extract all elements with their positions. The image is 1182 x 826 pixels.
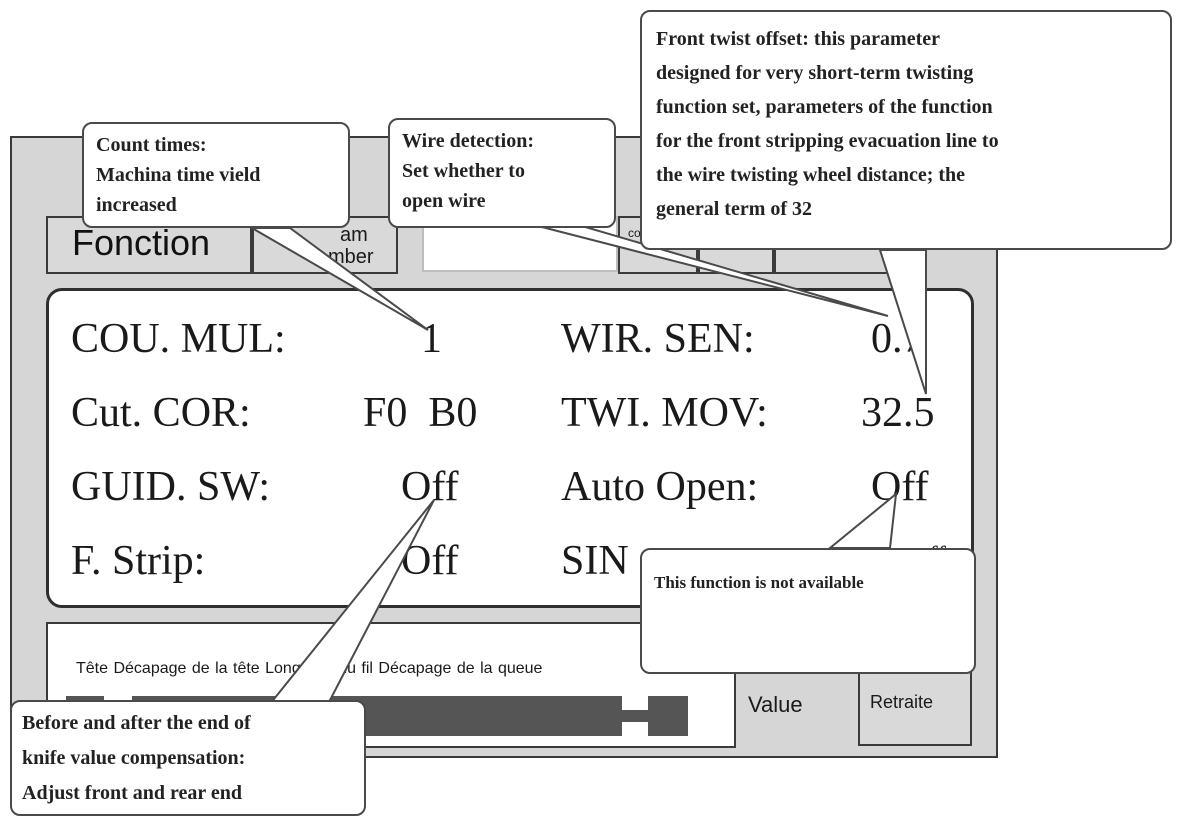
value-button-label: Value — [748, 692, 803, 717]
parameter-display: COU. MUL: 1 WIR. SEN: 0.7 Cut. COR: F0 B… — [46, 288, 974, 608]
callout-not-available: This function is not available — [640, 548, 976, 674]
tab-fonction-label: Fonction — [72, 222, 211, 263]
callout-front-twist-line-4: for the front stripping evacuation line … — [656, 130, 999, 152]
value-button[interactable]: Value — [712, 654, 860, 746]
cou-mul-label: COU. MUL: — [71, 316, 286, 362]
sin-label: SIN — [561, 538, 629, 584]
callout-knife-comp: Before and after the end of knife value … — [10, 700, 366, 816]
callout-wire-detection-line-1: Wire detection: — [402, 130, 535, 152]
wire-neck-segment — [620, 710, 650, 722]
callout-wire-detection-line-2: Set whether to — [402, 160, 525, 182]
auto-open-value[interactable]: Off — [871, 464, 929, 510]
tab-program-label-1: am — [340, 224, 368, 246]
param-row-3: GUID. SW: Off Auto Open: Off — [49, 463, 971, 533]
callout-front-twist-line-5: the wire twisting wheel distance; the — [656, 164, 966, 186]
callout-count-times-line-1: Count times: — [96, 134, 207, 156]
wir-sen-label: WIR. SEN: — [561, 316, 755, 362]
callout-count-times-line-3: increased — [96, 194, 177, 216]
callout-front-twist-line-6: general term of 32 — [656, 198, 813, 220]
callout-not-available-line-1: This function is not available — [654, 573, 864, 592]
f-strip-label: F. Strip: — [71, 538, 206, 584]
guid-sw-label: GUID. SW: — [71, 464, 271, 510]
callout-front-twist-line-3: function set, parameters of the function — [656, 96, 993, 118]
guid-sw-value[interactable]: Off — [401, 464, 459, 510]
callout-wire-detection: Wire detection: Set whether to open wire — [388, 118, 616, 228]
callout-front-twist-line-2: designed for very short-term twisting — [656, 62, 974, 84]
leader-knife-comp — [267, 499, 435, 705]
callout-wire-detection-line-3: open wire — [402, 190, 486, 212]
callout-knife-comp-line-1: Before and after the end of — [22, 712, 251, 734]
callout-count-times: Count times: Machina time vield increase… — [82, 122, 350, 228]
callout-front-twist-line-1: Front twist offset: this parameter — [656, 28, 940, 50]
cut-cor-value[interactable]: F0 B0 — [363, 390, 478, 436]
leader-not-available — [827, 491, 898, 549]
callout-knife-comp-line-2: knife value compensation: — [22, 747, 246, 769]
leader-count-times — [248, 227, 429, 331]
twi-mov-label: TWI. MOV: — [561, 390, 768, 436]
auto-open-label: Auto Open: — [561, 464, 759, 510]
callout-knife-comp-line-3: Adjust front and rear end — [22, 782, 243, 804]
leader-front-twist — [878, 249, 927, 395]
callout-front-twist: Front twist offset: this parameter desig… — [640, 10, 1172, 250]
param-row-2: Cut. COR: F0 B0 TWI. MOV: 32.5 — [49, 389, 971, 459]
twi-mov-value[interactable]: 32.5 — [861, 390, 935, 436]
cut-cor-label: Cut. COR: — [71, 390, 251, 436]
callout-count-times-line-2: Machina time vield — [96, 164, 261, 186]
retraite-button-label: Retraite — [870, 692, 934, 712]
tab-program-label-2: mber — [328, 246, 374, 268]
wire-tail-segment — [648, 696, 688, 736]
